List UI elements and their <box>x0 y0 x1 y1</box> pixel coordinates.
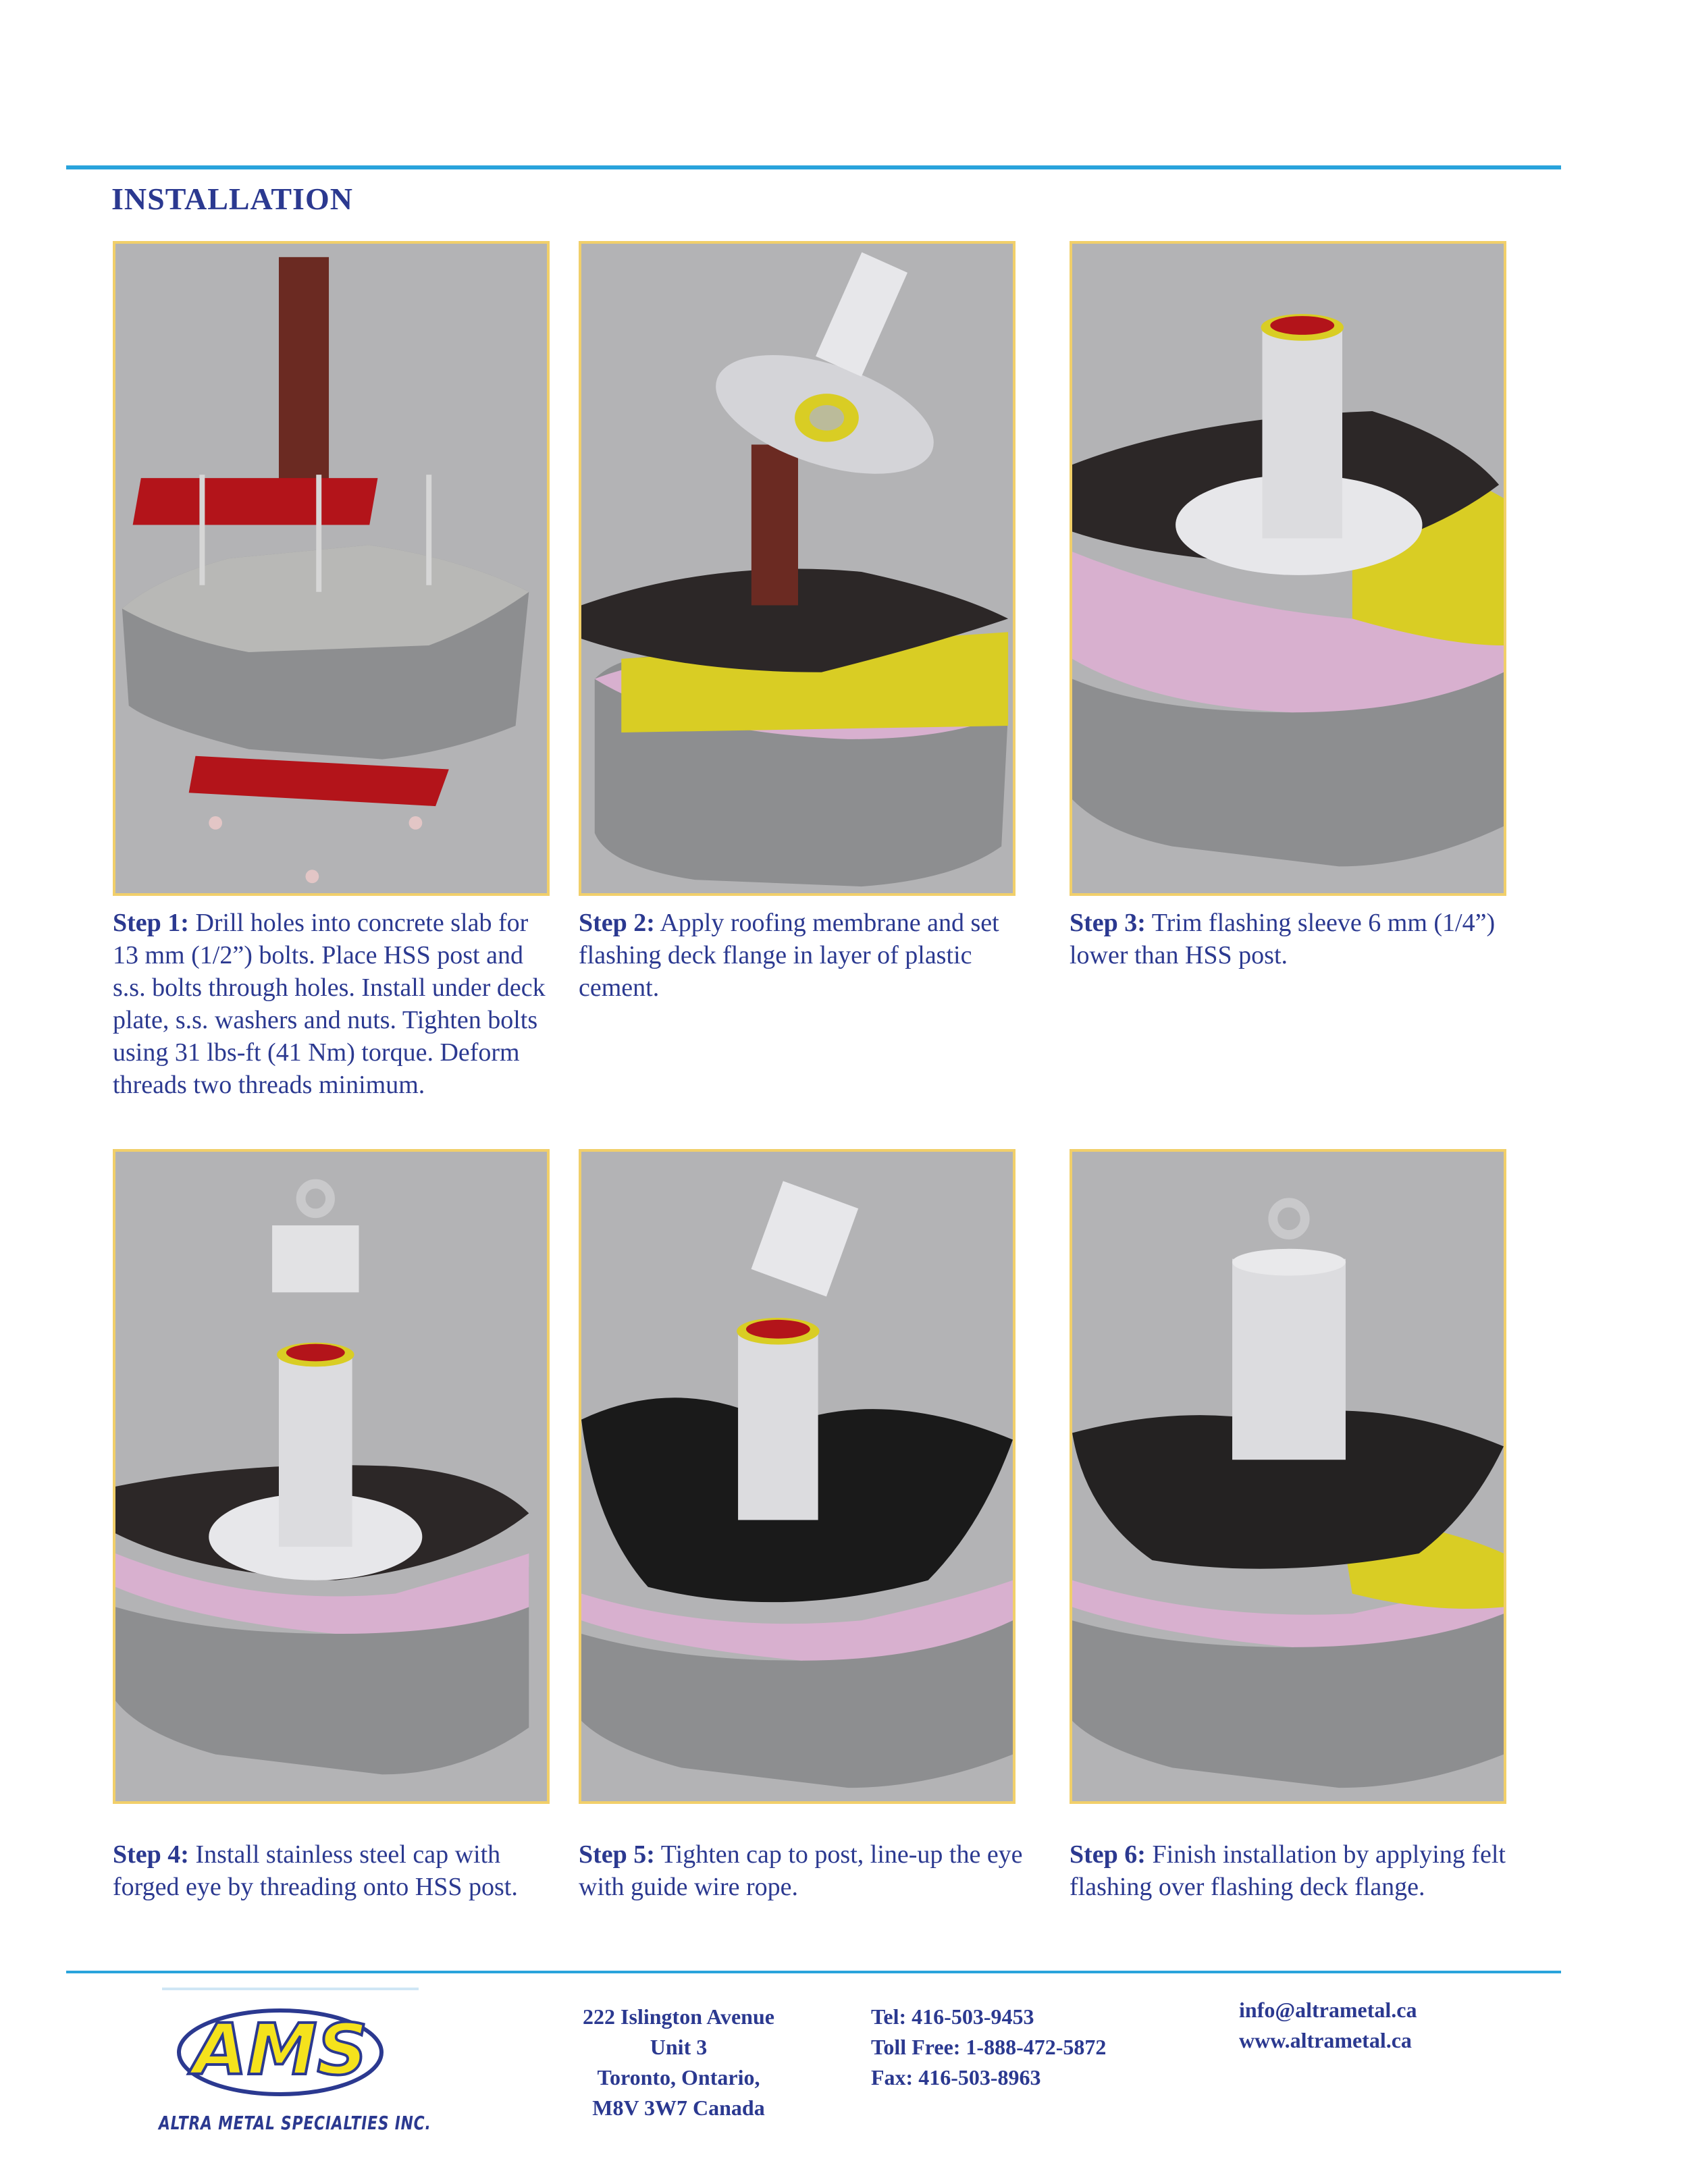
step-1-illustration <box>113 241 550 896</box>
step-5-label: Step 5: <box>579 1840 655 1869</box>
email-link[interactable]: info@altrametal.ca <box>1239 1998 1417 2022</box>
step-3-label: Step 3: <box>1070 909 1146 937</box>
step-4-label: Step 4: <box>113 1840 189 1869</box>
step-6-illustration <box>1070 1149 1506 1804</box>
address-block: 222 Islington Avenue Unit 3 Toronto, Ont… <box>544 2002 814 2123</box>
phone-line: Toll Free: 1-888-472-5872 <box>871 2035 1107 2059</box>
address-line: Unit 3 <box>650 2035 708 2059</box>
header-rule <box>66 165 1561 169</box>
step-6-caption: Step 6: Finish installation by applying … <box>1070 1838 1515 1903</box>
step-6-text: Finish installation by applying felt fla… <box>1070 1840 1506 1901</box>
step-4-caption: Step 4: Install stainless steel cap with… <box>113 1838 558 1903</box>
step-4-text: Install stainless steel cap with forged … <box>113 1840 518 1901</box>
step-1-label: Step 1: <box>113 909 189 937</box>
logo-text: AMS <box>188 2008 368 2091</box>
address-line: Toronto, Ontario, <box>597 2065 760 2089</box>
step-3-illustration <box>1070 241 1506 896</box>
step-5-caption: Step 5: Tighten cap to post, line-up the… <box>579 1838 1024 1903</box>
step-4-illustration <box>113 1149 550 1804</box>
footer-rule <box>66 1971 1561 1973</box>
step-1-text: Drill holes into concrete slab for 13 mm… <box>113 909 546 1099</box>
step-3-caption: Step 3: Trim flashing sleeve 6 mm (1/4”)… <box>1070 907 1515 971</box>
address-line: 222 Islington Avenue <box>583 2004 774 2029</box>
step-3-text: Trim flashing sleeve 6 mm (1/4”) lower t… <box>1070 909 1496 969</box>
step-1-caption: Step 1: Drill holes into concrete slab f… <box>113 907 558 1101</box>
step-2-text: Apply roofing membrane and set flashing … <box>579 909 999 1002</box>
web-block: info@altrametal.ca www.altrametal.ca <box>1239 1995 1417 2056</box>
step-2-label: Step 2: <box>579 909 655 937</box>
step-5-illustration <box>579 1149 1016 1804</box>
step-5-text: Tighten cap to post, line-up the eye wit… <box>579 1840 1023 1901</box>
step-2-caption: Step 2: Apply roofing membrane and set f… <box>579 907 1024 1004</box>
phone-block: Tel: 416-503-9453 Toll Free: 1-888-472-5… <box>871 2002 1106 2093</box>
step-6-label: Step 6: <box>1070 1840 1146 1869</box>
company-name: ALTRA METAL SPECIALTIES INC. <box>159 2112 431 2134</box>
ams-logo: AMS <box>162 1988 419 2096</box>
phone-line: Fax: 416-503-8963 <box>871 2065 1041 2089</box>
page-title: INSTALLATION <box>111 182 353 216</box>
address-line: M8V 3W7 Canada <box>592 2096 765 2120</box>
step-2-illustration <box>579 241 1016 896</box>
website-link[interactable]: www.altrametal.ca <box>1239 2028 1412 2052</box>
phone-line: Tel: 416-503-9453 <box>871 2004 1034 2029</box>
